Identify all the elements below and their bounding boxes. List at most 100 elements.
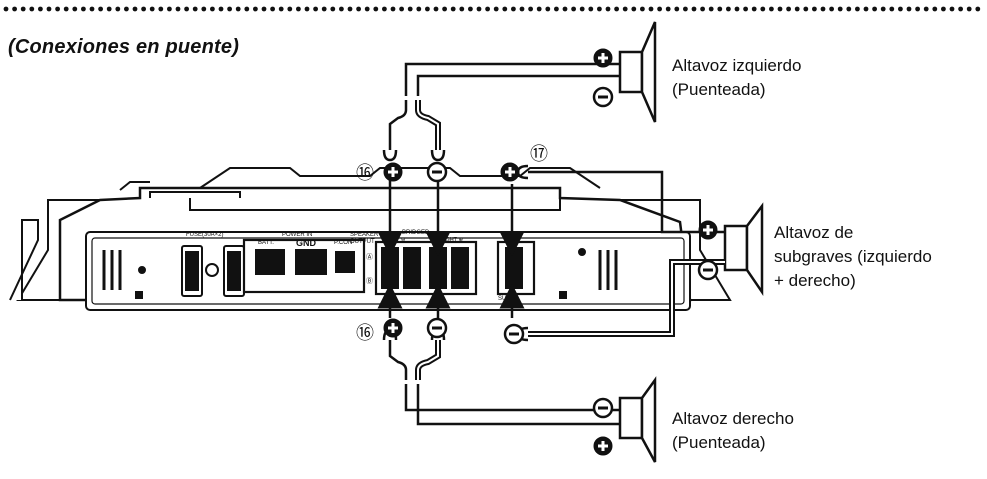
callout-16-bottom: ⑯ (356, 323, 374, 343)
rule-dot (536, 6, 542, 12)
sub-speaker-plus-icon (698, 220, 718, 240)
rule-dot (167, 6, 172, 12)
rule-dot (605, 6, 611, 12)
rule-dot (648, 6, 654, 12)
rule-dot (407, 6, 413, 12)
rule-dot (597, 6, 602, 12)
amplifier (9, 167, 732, 311)
rule-dot (442, 6, 447, 12)
rule-dot (734, 6, 740, 12)
rule-dot (175, 6, 181, 12)
rule-dot (941, 6, 946, 12)
rule-dot (373, 6, 379, 12)
rule-dot (829, 6, 834, 12)
sub-speaker-label-3: + derecho) (774, 271, 856, 290)
rule-dot (253, 6, 258, 12)
rule-dot (433, 6, 439, 12)
sub-plus-terminal-icon (500, 162, 520, 182)
rule-dot (98, 6, 103, 12)
dotted-rule (3, 6, 981, 12)
rule-dot (898, 6, 903, 12)
rule-dot (906, 6, 912, 12)
right-channel-label: RIGHT ⊕ (440, 237, 464, 243)
right-speaker-label-2: (Puenteada) (672, 433, 766, 452)
rule-dot (631, 6, 637, 12)
rule-dot (321, 6, 327, 12)
rule-dot (571, 6, 576, 12)
rule-dot (201, 6, 207, 12)
rule-dot (184, 6, 190, 12)
callout-16-top: ⑯ (356, 163, 374, 183)
rule-dot (717, 6, 723, 12)
sub-speaker-minus-icon (697, 259, 719, 281)
rule-dot (227, 6, 233, 12)
rule-dot (485, 6, 490, 12)
top-terminal-plus-icon (383, 162, 403, 182)
rule-dot (63, 6, 69, 12)
left-speaker-minus-icon (592, 86, 614, 108)
rule-dot (244, 6, 250, 12)
sub-speaker (723, 202, 764, 297)
rule-dot (158, 6, 164, 12)
rule-dot (880, 6, 886, 12)
bottom-terminal-minus-icon (426, 317, 448, 339)
rule-dot (846, 6, 852, 12)
rule-dot (855, 6, 860, 12)
rule-dot (932, 6, 938, 12)
rule-dot (106, 6, 112, 12)
ch-l-label: Ⓐ (366, 253, 373, 261)
power-in-label: POWER IN (282, 232, 312, 238)
rule-dot (278, 6, 284, 12)
rule-dot (29, 6, 35, 12)
left-speaker (618, 21, 657, 123)
rule-dot (450, 6, 456, 12)
right-speaker-label-1: Altavoz derecho (672, 409, 794, 428)
rule-dot (468, 6, 473, 12)
rule-dot (812, 6, 817, 12)
rule-dot (872, 6, 877, 12)
rule-dot (562, 6, 568, 12)
rule-dot (502, 6, 508, 12)
rule-dot (665, 6, 671, 12)
rule-dot (81, 6, 86, 12)
rule-dot (726, 6, 731, 12)
section-title: (Conexiones en puente) (8, 36, 240, 58)
rule-dot (270, 6, 275, 12)
speaker-output-label-1: SPEAKER (350, 232, 379, 238)
gnd-label: GND (296, 238, 317, 248)
batt-label: BATT. (258, 240, 274, 246)
rule-dot (588, 6, 594, 12)
rule-dot (794, 6, 800, 12)
right-speaker-plus-icon (593, 436, 613, 456)
rule-dot (235, 6, 241, 12)
left-speaker-plus-icon (593, 48, 613, 68)
rule-dot (511, 6, 516, 12)
rule-dot (390, 6, 396, 12)
rule-dot (425, 6, 430, 12)
rule-dot (769, 6, 774, 12)
rule-dot (89, 6, 95, 12)
rule-dot (528, 6, 533, 12)
rule-dot (622, 6, 628, 12)
rule-dot (3, 6, 9, 12)
rule-dot (416, 6, 422, 12)
sub-speaker-label-2: subgraves (izquierdo (774, 247, 932, 266)
rule-dot (614, 6, 619, 12)
rule-dot (296, 6, 301, 12)
rule-dot (889, 6, 895, 12)
rule-dot (915, 6, 920, 12)
left-speaker-label-1: Altavoz izquierdo (672, 56, 802, 75)
rule-dot (708, 6, 714, 12)
rule-dot (837, 6, 843, 12)
rule-dot (149, 6, 155, 12)
rule-dot (958, 6, 963, 12)
rule-dot (975, 6, 981, 12)
rule-dot (760, 6, 766, 12)
rule-dot (382, 6, 387, 12)
right-speaker (618, 376, 657, 463)
rule-dot (459, 6, 465, 12)
rule-dot (640, 6, 645, 12)
rule-dot (786, 6, 791, 12)
rule-dot (210, 6, 215, 12)
